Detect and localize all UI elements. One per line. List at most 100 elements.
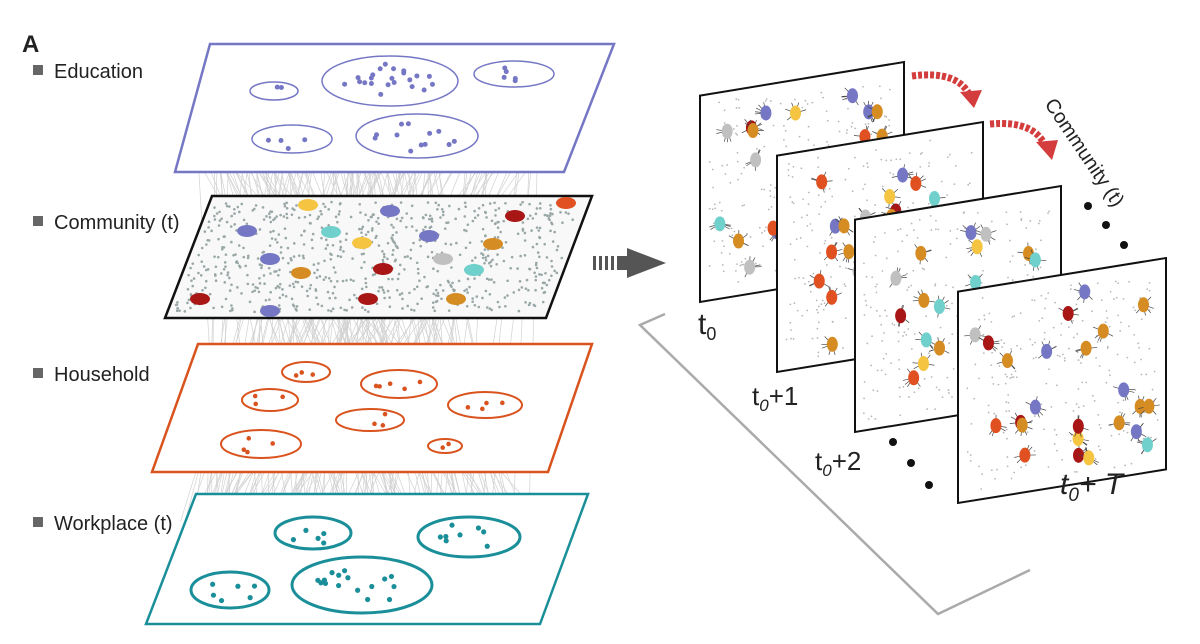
snapshot-node [737, 281, 739, 283]
community-node [506, 279, 509, 282]
snapshot-node [1146, 288, 1148, 290]
snapshot-node [1080, 362, 1082, 364]
group-member-node [321, 531, 326, 536]
community-node [214, 218, 217, 221]
community-node [362, 253, 365, 256]
snapshot-node [1117, 282, 1119, 284]
snapshot-hub-node [918, 356, 929, 371]
community-colored-node [352, 237, 372, 249]
community-node [463, 229, 466, 232]
snapshot-node [807, 246, 809, 248]
snapshot-node [1020, 312, 1022, 314]
snapshot-node [827, 120, 829, 122]
snapshot-node [899, 396, 901, 398]
snapshot-node [771, 206, 773, 208]
panel-label: A [22, 31, 39, 58]
group-member-node [248, 595, 253, 600]
community-node [469, 241, 472, 244]
community-node [340, 246, 343, 249]
group-member-node [286, 146, 291, 151]
snapshot-node [1106, 317, 1108, 319]
community-colored-node [321, 226, 341, 238]
community-node [240, 203, 243, 206]
group-member-node [422, 88, 427, 93]
community-node [276, 241, 279, 244]
snapshot-node [948, 342, 950, 344]
snapshot-node [919, 166, 921, 168]
community-node [317, 262, 320, 265]
snapshot-node [1075, 303, 1077, 305]
snapshot-node [991, 221, 993, 223]
snapshot-node [1040, 239, 1042, 241]
snapshot-node [945, 257, 947, 259]
snapshot-node [788, 163, 790, 165]
group-member-node [252, 583, 257, 588]
community-node [400, 201, 403, 204]
snapshot-node [872, 389, 874, 391]
snapshot-node [875, 149, 877, 151]
snapshot-node [978, 378, 980, 380]
group-member-node [378, 92, 383, 97]
snapshot-node [910, 285, 912, 287]
community-node [454, 218, 457, 221]
community-node [200, 274, 203, 277]
group-member-node [401, 68, 406, 73]
snapshot-node [830, 276, 832, 278]
snapshot-node [1034, 299, 1036, 301]
group-member-node [294, 373, 299, 378]
community-node [243, 219, 246, 222]
snapshot-node [1117, 402, 1119, 404]
snapshot-hub-node [744, 260, 755, 275]
snapshot-node [991, 469, 993, 471]
community-node [306, 295, 309, 298]
snapshot-node [1009, 377, 1011, 379]
snapshot-node [729, 182, 731, 184]
snapshot-node [1095, 458, 1097, 460]
community-node [484, 256, 487, 259]
snapshot-node [1070, 440, 1072, 442]
community-node [375, 220, 378, 223]
snapshot-node [982, 334, 984, 336]
snapshot-node [1006, 429, 1008, 431]
community-node [225, 253, 228, 256]
snapshot-node [764, 230, 766, 232]
community-node [224, 261, 227, 264]
snapshot-node [890, 362, 892, 364]
red-curved-arrow-icon [990, 124, 1046, 149]
community-node [226, 274, 229, 277]
community-node [365, 233, 368, 236]
community-node [527, 218, 530, 221]
snapshot-node [1054, 429, 1056, 431]
snapshot-node [761, 232, 763, 234]
community-node [189, 307, 192, 310]
community-node [330, 201, 333, 204]
community-node [530, 229, 533, 232]
snapshot-node [735, 270, 737, 272]
snapshot-node [738, 107, 740, 109]
community-node [218, 211, 221, 214]
group-member-node [342, 568, 347, 573]
community-node [390, 236, 393, 239]
community-node [386, 258, 389, 261]
snapshot-node [1005, 401, 1007, 403]
group-member-node [219, 598, 224, 603]
group-member-node [253, 402, 258, 407]
community-node [201, 247, 204, 250]
community-node [262, 251, 265, 254]
community-node [220, 272, 223, 275]
snapshot-node [1029, 220, 1031, 222]
community-node [280, 246, 283, 249]
community-node [486, 306, 489, 309]
community-node [556, 249, 559, 252]
community-node [437, 204, 440, 207]
snapshot-node [1008, 410, 1010, 412]
snapshot-node [885, 373, 887, 375]
snapshot-node [888, 125, 890, 127]
snapshot-node [991, 377, 993, 379]
snapshot-node [1016, 345, 1018, 347]
community-node [524, 232, 527, 235]
snapshot-node [1065, 402, 1067, 404]
snapshot-node [877, 390, 879, 392]
community-node [190, 279, 193, 282]
community-node [233, 212, 236, 215]
